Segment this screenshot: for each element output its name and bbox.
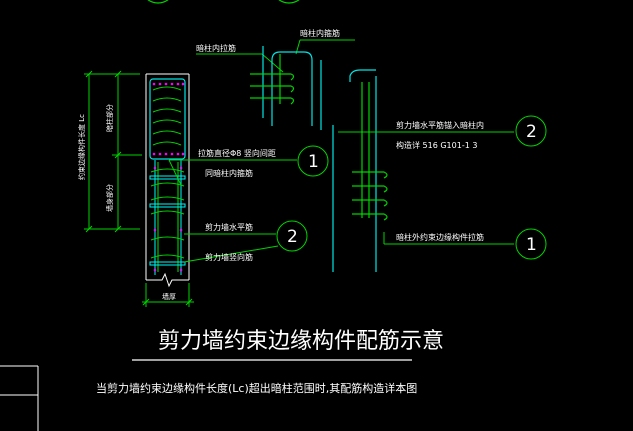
upper-dim-label: 暗柱部分: [105, 104, 114, 132]
left-section-detail: 约束边缘构件长度 Lc 暗柱部分 墙身部分: [77, 70, 329, 307]
left-callout-2-text-line1: 剪力墙水平筋: [205, 222, 253, 232]
left-callout-1-text-line1: 拉筋直径Φ8 竖向间距: [198, 148, 276, 158]
left-callout-1-leader: [168, 145, 329, 186]
frame-fragment: [0, 365, 39, 431]
left-callout-1-number: 1: [308, 152, 319, 172]
left-callout-2-leader: [183, 220, 308, 263]
drawing-subtitle: 当剪力墙约束边缘构件长度(Lc)超出暗柱范围时,其配筋构造详本图: [96, 381, 417, 395]
hidden-column-elevation: [262, 46, 322, 130]
right-elevation-detail: 暗柱内拉筋 暗柱内箍筋: [196, 28, 547, 272]
stirrup-hoop: [149, 78, 186, 160]
right-callout-2-text-line2: 构造详 516 G101-1 3: [396, 140, 477, 150]
wall-rebar-dots: [153, 166, 183, 272]
right-callout-1-number: 1: [526, 235, 537, 255]
left-callout-2-text-line2: 剪力墙竖向筋: [205, 252, 253, 262]
left-callout-1-text-line2: 同暗柱内箍筋: [205, 168, 253, 178]
wall-body-rebars: [149, 160, 186, 275]
right-callout-2-number: 2: [526, 122, 537, 142]
lc-vertical-label: 约束边缘构件长度 Lc: [77, 114, 86, 180]
drawing-title: 剪力墙约束边缘构件配筋示意: [158, 329, 444, 354]
right-callout-2-text-line1: 剪力墙水平筋锚入暗柱内: [396, 120, 484, 130]
hidden-column-ties: [250, 54, 295, 105]
top-edge-circles: [147, 0, 300, 4]
hoop-rebar-dots: [152, 82, 185, 156]
column-outline: [145, 73, 190, 288]
lower-dim-label: 墙身部分: [105, 184, 114, 212]
right-top-label-2: 暗柱内箍筋: [300, 28, 340, 38]
wall-thickness-label: 墙厚: [162, 292, 176, 301]
right-callout-2-leader: [338, 115, 547, 147]
left-callout-2-number: 2: [287, 227, 298, 247]
right-callout-1-text: 暗柱外约束边缘构件拉筋: [396, 232, 484, 242]
bottom-dimension: [142, 283, 194, 307]
left-dimension-lines: [84, 70, 142, 233]
upper-tie-bars: [152, 86, 182, 146]
right-top-label-1: 暗柱内拉筋: [196, 43, 236, 53]
right-vertical-bars: [332, 69, 388, 272]
right-callout-1-leader: [383, 228, 547, 260]
